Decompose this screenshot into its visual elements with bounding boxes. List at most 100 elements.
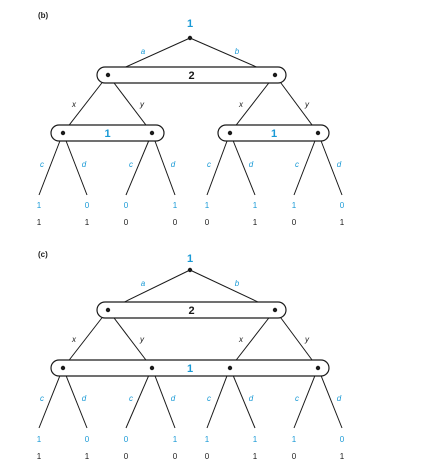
action-label-c: c (295, 394, 299, 403)
payoff-player-1: 0 (124, 435, 129, 444)
action-label-d: d (249, 160, 254, 169)
edge (107, 74, 153, 134)
panel-label: (c) (38, 250, 48, 259)
edge (229, 132, 256, 196)
action-label-c: c (207, 160, 211, 169)
decision-node (272, 307, 278, 313)
action-label-x: x (238, 335, 244, 344)
decision-node (60, 130, 66, 136)
payoff-player-2: 0 (205, 218, 210, 227)
action-label-c: c (207, 394, 211, 403)
decision-node (315, 365, 321, 371)
payoff-player-1: 0 (340, 201, 345, 210)
payoff-player-1: 1 (205, 435, 210, 444)
payoff-player-1: 0 (124, 201, 129, 210)
action-label-a: a (141, 279, 146, 288)
payoff-player-1: 0 (85, 435, 90, 444)
payoff-player-2: 1 (340, 452, 345, 461)
action-label-y: y (139, 100, 145, 109)
decision-node (149, 130, 155, 136)
payoff-player-2: 1 (85, 218, 90, 227)
edge (107, 309, 153, 369)
payoff-player-1: 1 (37, 435, 42, 444)
payoff-player-1: 1 (173, 201, 178, 210)
payoff-player-2: 1 (340, 218, 345, 227)
action-label-c: c (40, 160, 44, 169)
action-label-d: d (337, 394, 342, 403)
information-set-player-1-left (50, 124, 165, 142)
payoff-player-1: 0 (340, 435, 345, 444)
action-label-c: c (129, 160, 133, 169)
player-1-label: 1 (271, 128, 277, 140)
edge (293, 132, 319, 196)
action-label-b: b (235, 47, 240, 56)
edge (293, 367, 319, 429)
payoff-player-1: 0 (85, 201, 90, 210)
edge (62, 367, 88, 429)
information-set-player-1 (50, 359, 330, 377)
edge (125, 132, 153, 196)
decision-node (272, 72, 278, 78)
payoff-player-2: 1 (37, 218, 42, 227)
action-label-d: d (171, 394, 176, 403)
edge (62, 74, 109, 134)
root-player-label: 1 (187, 253, 193, 265)
payoff-player-1: 1 (292, 435, 297, 444)
edge (151, 132, 176, 196)
edge (151, 367, 176, 429)
payoff-player-2: 1 (253, 452, 258, 461)
payoff-player-2: 0 (173, 218, 178, 227)
player-1-label: 1 (104, 128, 110, 140)
action-label-c: c (40, 394, 44, 403)
payoff-player-2: 1 (37, 452, 42, 461)
edge (229, 74, 276, 134)
payoff-player-2: 1 (253, 218, 258, 227)
action-label-x: x (71, 100, 77, 109)
action-label-d: d (171, 160, 176, 169)
player-2-label: 2 (188, 305, 194, 317)
edge (125, 367, 153, 429)
payoff-player-2: 1 (85, 452, 90, 461)
payoff-player-2: 0 (124, 452, 129, 461)
edge (62, 309, 109, 369)
payoff-player-2: 0 (124, 218, 129, 227)
payoff-player-1: 1 (292, 201, 297, 210)
edge (317, 367, 343, 429)
decision-node (187, 35, 193, 41)
payoff-player-1: 1 (173, 435, 178, 444)
edge (274, 309, 319, 369)
payoff-player-1: 1 (253, 201, 258, 210)
panel-label: (b) (38, 11, 49, 20)
root-player-label: 1 (187, 18, 193, 30)
information-set-player-2 (96, 66, 287, 84)
action-label-b: b (235, 279, 240, 288)
action-label-x: x (71, 335, 77, 344)
decision-node (149, 365, 155, 371)
information-set-player-1-right (217, 124, 330, 142)
payoff-player-2: 0 (173, 452, 178, 461)
payoff-player-2: 0 (205, 452, 210, 461)
action-label-d: d (249, 394, 254, 403)
edge (274, 74, 319, 134)
player-2-label: 2 (188, 70, 194, 82)
decision-node (315, 130, 321, 136)
edge (206, 132, 231, 196)
decision-node (227, 130, 233, 136)
player-1-label: 1 (187, 363, 193, 375)
action-label-d: d (82, 394, 87, 403)
edge (317, 132, 343, 196)
payoff-player-1: 1 (37, 201, 42, 210)
action-label-c: c (295, 160, 299, 169)
action-label-y: y (304, 100, 310, 109)
action-label-d: d (337, 160, 342, 169)
decision-node (187, 267, 193, 273)
action-label-d: d (82, 160, 87, 169)
edge (229, 309, 276, 369)
action-label-a: a (141, 47, 146, 56)
action-label-x: x (238, 100, 244, 109)
information-set-player-2 (96, 301, 287, 319)
edge (229, 367, 256, 429)
